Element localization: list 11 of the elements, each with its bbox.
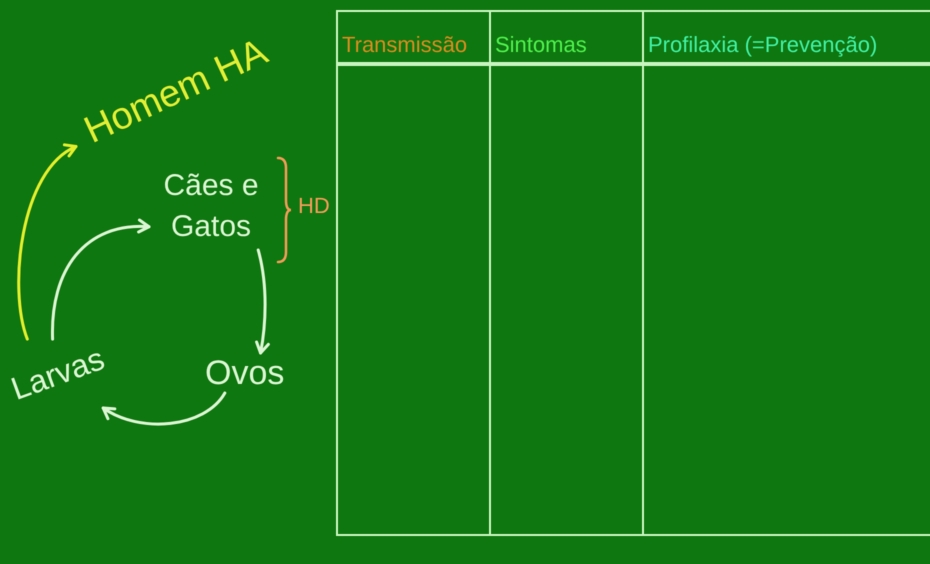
brace-label: HD: [298, 195, 330, 217]
curved-arrow: [102, 392, 226, 426]
cycle-label: Larvas: [7, 342, 108, 405]
column-header: Transmissão: [342, 34, 468, 56]
column-header: Sintomas: [495, 34, 587, 56]
curved-arrow: [254, 248, 270, 354]
curved-arrow: [51, 219, 150, 341]
curved-arrow: [17, 144, 78, 341]
column-header: Profilaxia (=Prevenção): [648, 34, 878, 56]
cycle-label: Cães e Gatos: [152, 166, 270, 247]
cycle-label: Ovos: [205, 356, 284, 390]
